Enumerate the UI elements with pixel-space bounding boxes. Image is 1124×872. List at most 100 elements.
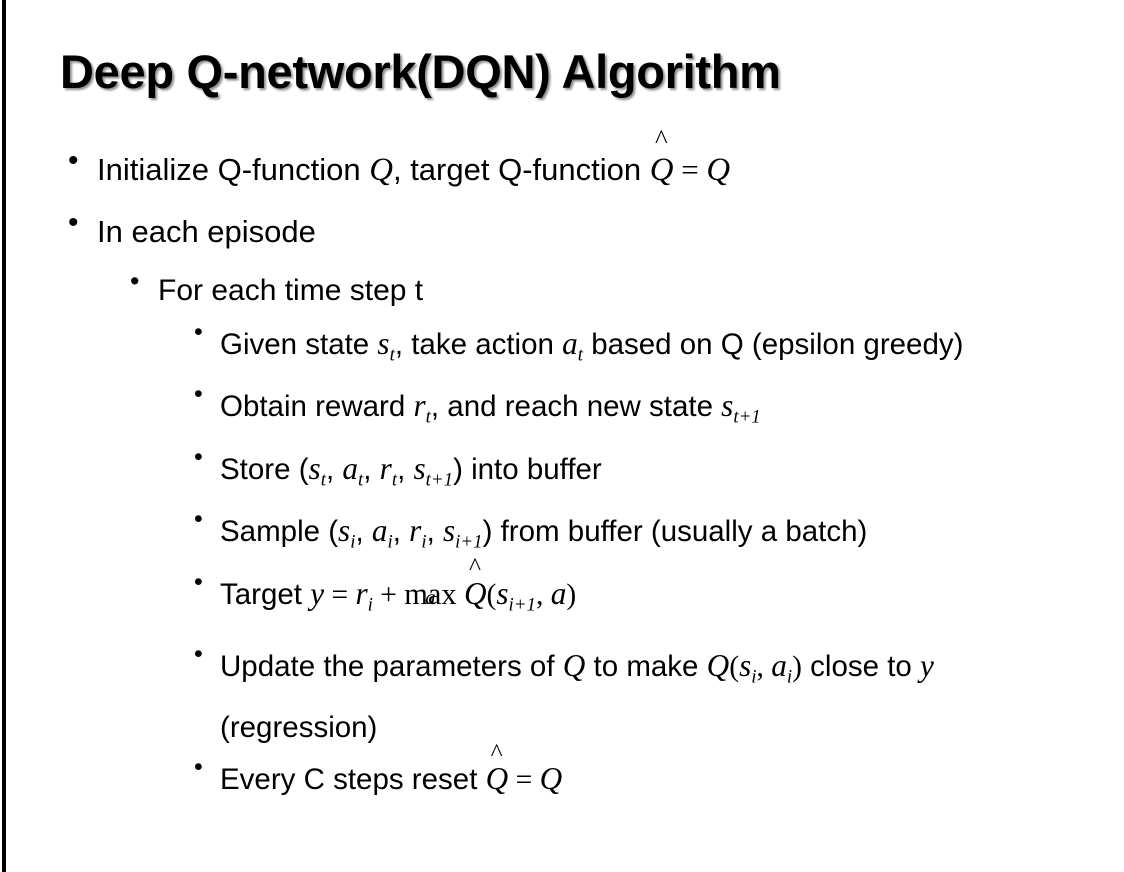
math-comma: , <box>535 578 551 611</box>
text-fragment: ) from buffer (usually a batch) <box>482 515 868 549</box>
text-fragment: Initialize Q-function <box>97 152 370 187</box>
math-s: s <box>721 388 734 424</box>
hat-accent-icon: ^ <box>654 124 668 154</box>
text-fragment: , <box>355 515 372 549</box>
math-q-hat: ^Q <box>649 126 674 200</box>
bullet-dot-icon: • <box>194 639 203 668</box>
text-fragment: , <box>397 452 414 486</box>
list-item: • Store (st, at, rt, st+1) into buffer <box>0 443 1124 505</box>
bullet-dot-icon: • <box>130 266 140 296</box>
text-fragment: Update the parameters of <box>220 649 563 683</box>
list-item-text: Store (st, at, rt, st+1) into buffer <box>220 443 1089 505</box>
spacer <box>457 579 464 611</box>
math-s: s <box>413 450 426 486</box>
math-a: a <box>771 647 787 683</box>
math-paren-open: ( <box>486 578 497 611</box>
text-fragment: Store ( <box>220 452 309 486</box>
text-fragment: , <box>426 515 443 549</box>
hat-accent-icon: ^ <box>490 737 503 767</box>
hat-accent-icon: ^ <box>468 552 482 582</box>
list-item: • Update the parameters of Q to make Q(s… <box>0 640 1124 753</box>
text-fragment: , target Q-function <box>392 152 650 187</box>
text-fragment: to make <box>585 649 707 683</box>
math-max-label: max <box>404 576 457 611</box>
bullet-dot-icon: • <box>68 206 79 239</box>
math-subscript: t <box>425 406 431 428</box>
list-item-text: Given state st, take action at based on … <box>220 318 1089 380</box>
math-a: a <box>342 450 358 486</box>
math-r: r <box>413 388 426 424</box>
math-q-hat-base: Q <box>649 152 674 188</box>
math-subscript: t <box>391 469 398 491</box>
text-fragment: Sample ( <box>220 515 339 549</box>
math-s: s <box>443 513 456 549</box>
math-a: a <box>562 326 578 361</box>
math-subscript: t+1 <box>733 406 761 428</box>
math-paren-open: ( <box>729 650 740 683</box>
math-q: Q <box>562 647 586 683</box>
math-subscript: t+1 <box>425 469 454 491</box>
math-q-hat-base: Q <box>463 575 487 611</box>
text-fragment: , <box>325 452 343 486</box>
list-item-text: Every C steps reset ^Q = Q <box>220 740 1089 806</box>
math-y: y <box>920 647 934 683</box>
math-s: s <box>377 326 390 361</box>
text-fragment: , take action <box>394 328 563 361</box>
math-subscript: i <box>387 531 393 553</box>
list-item-text: Update the parameters of Q to make Q(si,… <box>220 640 1089 753</box>
math-equals: = <box>673 152 707 187</box>
math-a: a <box>371 513 388 549</box>
text-fragment: Target <box>220 577 311 611</box>
list-item: • Every C steps reset ^Q = Q <box>0 740 1124 806</box>
list-item-text: Obtain reward rt, and reach new state st… <box>220 380 1089 442</box>
list-item: • For each time step t <box>0 264 1124 318</box>
math-subscript: i+1 <box>455 531 483 553</box>
math-q-hat: ^Q <box>463 554 487 619</box>
page-title: Deep Q-network(DQN) Algorithm <box>60 45 781 98</box>
list-item-text: Sample (si, ai, ri, si+1) from buffer (u… <box>220 505 1089 567</box>
math-q: Q <box>706 647 730 683</box>
list-item: • Given state st, take action at based o… <box>0 318 1124 380</box>
list-item-text: For each time step t <box>158 274 424 307</box>
math-subscript: t <box>358 469 364 491</box>
math-subscript: i <box>751 666 757 688</box>
left-edge-accent-bar <box>2 0 6 872</box>
math-subscript: t <box>577 344 583 366</box>
math-equals: = <box>508 764 540 797</box>
math-subscript: i+1 <box>508 594 536 616</box>
math-s: s <box>739 647 752 683</box>
math-plus: + <box>372 578 405 611</box>
bullet-dot-icon: • <box>68 144 79 177</box>
math-comma: , <box>756 650 772 683</box>
bullet-dot-icon: • <box>194 567 203 596</box>
math-subscript: i <box>421 531 427 553</box>
text-fragment: (regression) <box>220 711 378 745</box>
math-equals: = <box>324 578 356 611</box>
bullet-dot-icon: • <box>194 380 203 409</box>
math-s: s <box>338 513 351 549</box>
text-fragment: , <box>363 452 380 486</box>
math-s: s <box>308 450 321 486</box>
math-r: r <box>355 575 368 611</box>
bullet-list: • Initialize Q-function Q, target Q-func… <box>0 126 1124 806</box>
math-s: s <box>496 575 509 611</box>
bullet-dot-icon: • <box>194 505 203 534</box>
list-item-text: In each episode <box>97 214 316 249</box>
text-fragment: based on Q (epsilon greedy) <box>583 328 964 361</box>
text-fragment: Given state <box>220 328 378 361</box>
list-item: • In each episode <box>0 202 1124 262</box>
math-q: Q <box>539 761 563 797</box>
math-paren-close: ) <box>792 650 802 683</box>
math-paren-close: ) <box>566 578 577 611</box>
math-a: a <box>550 575 567 611</box>
math-max-subscript: a <box>425 586 436 609</box>
math-q: Q <box>706 152 731 188</box>
bullet-dot-icon: • <box>194 442 203 471</box>
bullet-dot-icon: • <box>194 318 203 346</box>
list-item: • Obtain reward rt, and reach new state … <box>0 380 1124 442</box>
text-fragment: close to <box>801 649 921 683</box>
list-item: • Initialize Q-function Q, target Q-func… <box>0 126 1124 200</box>
